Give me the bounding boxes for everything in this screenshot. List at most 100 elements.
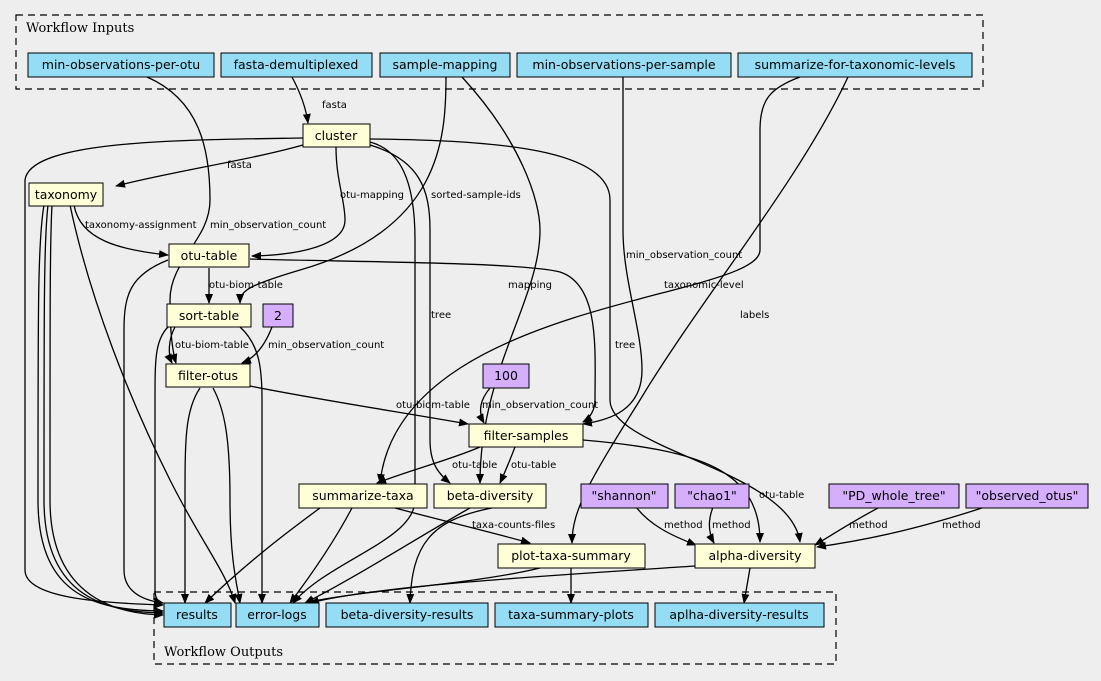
edge-label: taxa-counts-files: [472, 520, 555, 531]
edge-filterotus-errorlogs: [212, 387, 243, 604]
node-filter-samples[interactable]: filter-samples: [468, 423, 584, 448]
node-beta-diversity-results[interactable]: beta-diversity-results: [325, 602, 489, 628]
node-fasta-demultiplexed[interactable]: fasta-demultiplexed: [220, 52, 373, 78]
node-label: "shannon": [591, 488, 656, 503]
edges: [24, 76, 986, 619]
edge-levels-plot: [568, 76, 849, 544]
node-label: sort-table: [179, 308, 240, 323]
edge-label: otu-biom-table: [396, 400, 470, 411]
node-label: "PD_whole_tree": [842, 488, 945, 503]
node-summarize-taxa[interactable]: summarize-taxa: [298, 483, 428, 509]
edge-label: sorted-sample-ids: [431, 190, 521, 201]
node-label: "chao1": [687, 488, 737, 503]
edge-summarize-results: [204, 507, 321, 604]
node-label: summarize-taxa: [312, 488, 413, 503]
node-sort-table[interactable]: sort-table: [166, 303, 252, 328]
node-label: min-observations-per-sample: [532, 57, 715, 72]
node-label: filter-otus: [178, 368, 238, 383]
edge-label: otu-table: [511, 460, 556, 471]
node-pd-whole-tree[interactable]: "PD_whole_tree": [828, 483, 960, 509]
edge-sorttable-filterotus: [164, 326, 176, 364]
nodes: min-observations-per-otu fasta-demultipl…: [27, 52, 1089, 628]
edge-label: method: [712, 520, 751, 531]
node-filter-otus[interactable]: filter-otus: [165, 363, 251, 388]
node-observed-otus[interactable]: "observed_otus": [965, 483, 1089, 509]
node-label: results: [176, 607, 218, 622]
node-label: aplha-diversity-results: [669, 607, 808, 622]
node-label: otu-table: [181, 248, 238, 263]
edge-cluster-taxonomy: [115, 144, 304, 188]
edge-label: fasta: [227, 160, 252, 171]
edge-label: tree: [615, 340, 635, 351]
workflow-outputs-cluster: Workflow Outputs: [153, 591, 837, 665]
node-cluster[interactable]: cluster: [302, 123, 371, 148]
node-label: summarize-for-taxonomic-levels: [755, 57, 956, 72]
node-label: taxa-summary-plots: [508, 607, 634, 622]
node-label: cluster: [315, 128, 358, 143]
edge-taxonomy-errorlogs: [69, 204, 237, 604]
edge-label: min_observation_count: [626, 250, 742, 261]
edge-summarize-errorlogs: [289, 507, 353, 604]
edge-sorttable-errorlogs: [239, 326, 266, 604]
edge-label: min_observation_count: [268, 340, 384, 351]
edge-beta-betaresults: [406, 507, 493, 604]
node-error-logs[interactable]: error-logs: [235, 602, 320, 628]
node-results[interactable]: results: [163, 602, 232, 628]
edge-cluster-errorlogs: [292, 141, 416, 604]
node-label: beta-diversity: [447, 488, 534, 503]
edge-label: otu-table: [452, 460, 497, 471]
edge-observed-alpha: [816, 506, 986, 550]
edge-const2-filterotus: [241, 326, 273, 364]
node-const-2[interactable]: 2: [262, 303, 294, 328]
edge-taxonomy-results-2: [43, 204, 164, 617]
edge-label: mapping: [508, 280, 552, 291]
edge-mapping-beta: [461, 76, 541, 484]
edge-label: taxonomy-assignment: [85, 220, 197, 231]
edge-shannon-alpha: [635, 506, 697, 546]
node-label: sample-mapping: [393, 57, 498, 72]
node-label: fasta-demultiplexed: [234, 57, 359, 72]
node-plot-taxa-summary[interactable]: plot-taxa-summary: [497, 543, 646, 569]
node-min-observations-per-otu[interactable]: min-observations-per-otu: [27, 52, 215, 78]
edge-cluster-beta: [369, 144, 451, 484]
node-beta-diversity[interactable]: beta-diversity: [433, 483, 547, 509]
node-label: 100: [494, 368, 518, 383]
edge-filterotus-filtersamples: [249, 385, 469, 427]
edge-taxonomy-results-1: [37, 204, 164, 615]
node-label: taxonomy: [35, 187, 98, 202]
edge-label: min_observation_count: [482, 400, 598, 411]
workflow-inputs-cluster: Workflow Inputs: [15, 14, 984, 90]
node-min-observations-per-sample[interactable]: min-observations-per-sample: [516, 52, 732, 78]
node-shannon[interactable]: "shannon": [580, 483, 669, 509]
node-chao1[interactable]: "chao1": [674, 483, 750, 509]
node-label: 2: [274, 308, 282, 323]
node-label: alpha-diversity: [708, 548, 802, 563]
edge-label: otu-biom-table: [175, 340, 249, 351]
node-label: beta-diversity-results: [341, 607, 474, 622]
edge-taxonomy-results-3: [49, 204, 164, 619]
edge-plot-errorlogs: [304, 567, 541, 605]
node-summarize-for-taxonomic-levels[interactable]: summarize-for-taxonomic-levels: [737, 52, 973, 78]
edge-beta-errorlogs: [304, 507, 471, 604]
edge-mapping-sorttable: [236, 76, 447, 304]
edge-chao1-alpha: [706, 506, 715, 544]
node-sample-mapping[interactable]: sample-mapping: [379, 52, 511, 78]
node-aplha-diversity-results[interactable]: aplha-diversity-results: [654, 602, 825, 628]
node-taxonomy[interactable]: taxonomy: [28, 182, 104, 207]
edge-otutable-results: [123, 259, 169, 606]
edge-otutable-filtersamples: [249, 258, 596, 423]
edge-label: min_observation_count: [210, 220, 326, 231]
workflow-outputs-label: Workflow Outputs: [164, 645, 283, 660]
edge-alpha-alpharesults: [741, 567, 751, 604]
edge-label: method: [942, 520, 981, 531]
node-alpha-diversity[interactable]: alpha-diversity: [694, 543, 816, 569]
node-label: filter-samples: [484, 428, 569, 443]
node-taxa-summary-plots[interactable]: taxa-summary-plots: [494, 602, 649, 628]
node-label: plot-taxa-summary: [511, 548, 631, 563]
edge-label: method: [664, 520, 703, 531]
node-label: "observed_otus": [976, 488, 1079, 503]
node-const-100[interactable]: 100: [482, 363, 530, 389]
node-label: error-logs: [247, 607, 307, 622]
node-otu-table[interactable]: otu-table: [168, 243, 250, 268]
edge-filtersamples-summarize: [376, 446, 481, 484]
